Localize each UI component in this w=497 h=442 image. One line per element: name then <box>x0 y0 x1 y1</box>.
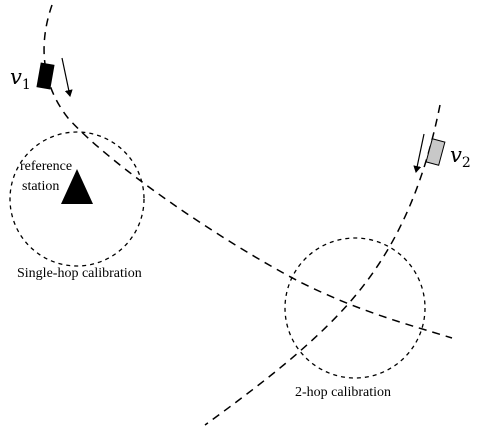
single-hop-calibration-label: Single-hop calibration <box>17 266 142 281</box>
vehicle-v2-direction-arrow <box>413 133 425 173</box>
vehicle-v1-icon <box>36 62 55 90</box>
reference-station-icon <box>61 169 93 204</box>
vehicle-v1-label-sub: 1 <box>22 77 31 93</box>
two-hop-range-circle <box>284 237 426 379</box>
two-hop-calibration-label: 2-hop calibration <box>295 385 391 400</box>
vehicle-v2-label: v2 <box>450 143 471 171</box>
road-2 <box>204 104 441 426</box>
single-hop-range-circle <box>9 131 145 267</box>
reference-station-label-line1: reference <box>20 159 72 174</box>
reference-station-label-line2: station <box>22 179 59 194</box>
vehicle-v1-direction-arrow <box>61 57 73 97</box>
vehicle-v1-label-main: v <box>10 65 22 89</box>
road-1 <box>43 4 453 339</box>
vehicle-v1-label: v1 <box>10 65 31 93</box>
vehicle-v2-label-sub: 2 <box>462 155 471 171</box>
vehicle-v2-icon <box>425 138 446 166</box>
vehicle-v2-label-main: v <box>450 143 462 167</box>
